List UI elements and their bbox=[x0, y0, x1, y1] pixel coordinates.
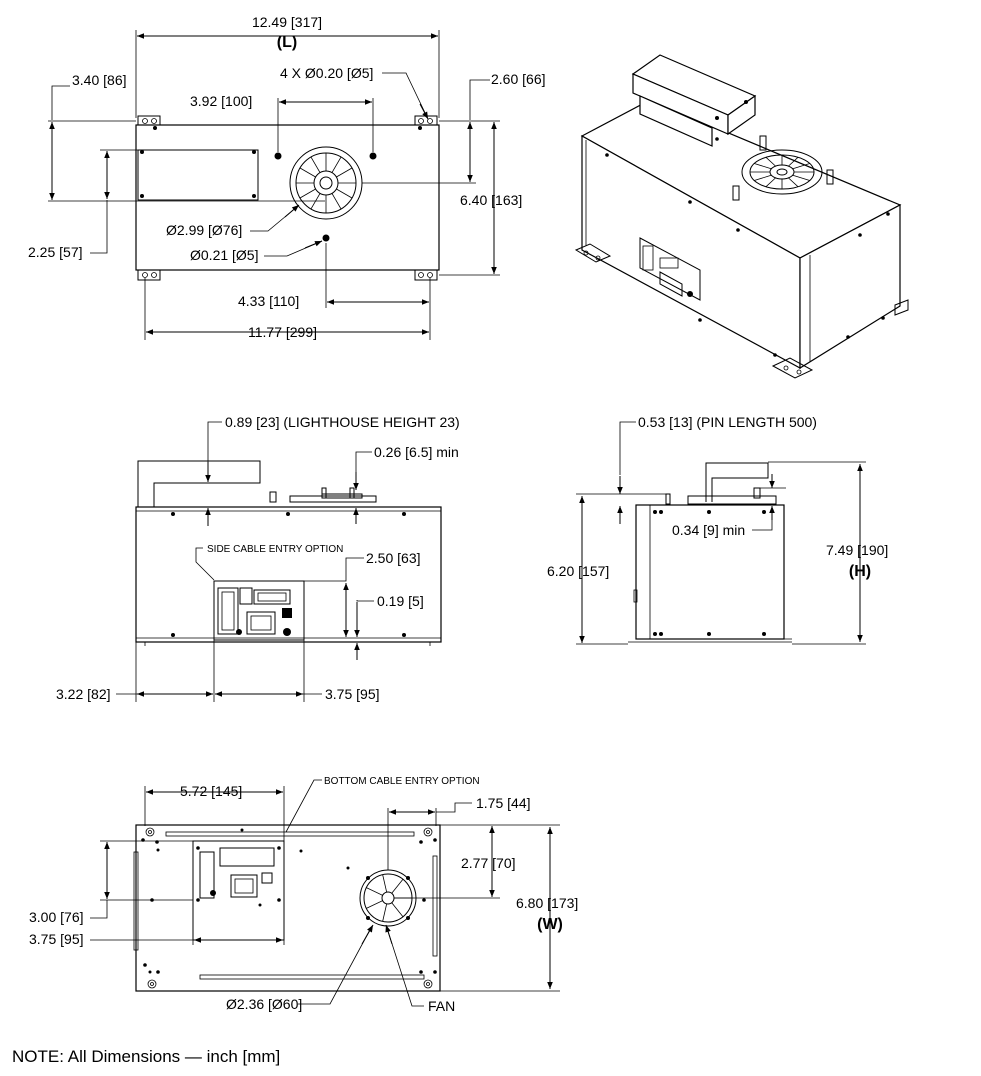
total-height-label: 7.49 [190] bbox=[826, 542, 888, 558]
bottom-connector-panel bbox=[192, 840, 285, 941]
side-cable-label: SIDE CABLE ENTRY OPTION bbox=[207, 544, 343, 555]
side-body-height-label: 6.20 [157] bbox=[547, 563, 609, 579]
feet-span-label: 11.77 [299] bbox=[248, 324, 317, 340]
pin-offset-label: 4.33 [110] bbox=[238, 293, 299, 309]
isometric-view bbox=[574, 54, 909, 379]
mount-hole bbox=[369, 152, 377, 160]
bottom-panel-left-label: 5.72 [145] bbox=[180, 783, 242, 799]
holes-spacing-label: 3.92 [100] bbox=[190, 93, 252, 109]
bottom-view: 5.72 [145] BOTTOM CABLE ENTRY OPTION 1.7… bbox=[29, 776, 578, 1014]
bottom-panel-height-label: 3.00 [76] bbox=[29, 909, 84, 925]
top-view-body bbox=[135, 124, 440, 271]
lighthouse-wheel-icon bbox=[289, 146, 363, 220]
height-tag: (H) bbox=[849, 563, 871, 580]
fan-offset-y-label: 2.77 [70] bbox=[461, 855, 516, 871]
front-panel-left-label: 3.22 [82] bbox=[56, 686, 111, 702]
front-view-body bbox=[135, 506, 442, 643]
pin-hole-label: Ø0.21 [Ø5] bbox=[190, 247, 258, 263]
top-view: 12.49 [317] (L) 3.40 [86] 3.92 [100] 4 X… bbox=[28, 14, 546, 340]
top-length-label: 12.49 [317] bbox=[252, 14, 322, 30]
fan-dia-label: Ø2.36 [Ø60] bbox=[226, 996, 302, 1012]
left-offset-label: 3.40 [86] bbox=[72, 72, 127, 88]
right-offset-label: 2.60 [66] bbox=[491, 71, 546, 87]
iso-connector-panel bbox=[639, 237, 701, 301]
side-min-clearance-label: 0.34 [9] min bbox=[672, 522, 745, 538]
length-tag: (L) bbox=[277, 34, 297, 51]
side-view: 0.53 [13] (PIN LENGTH 500) 6.20 [157] 0.… bbox=[547, 414, 888, 645]
width-label: 6.80 [173] bbox=[516, 895, 578, 911]
bottom-cable-label: BOTTOM CABLE ENTRY OPTION bbox=[324, 776, 480, 787]
mount-hole bbox=[274, 152, 282, 160]
lighthouse-plate-outline bbox=[137, 149, 259, 201]
fan-label: FAN bbox=[428, 998, 455, 1014]
pin-hole bbox=[322, 234, 330, 242]
front-panel-height-label: 2.50 [63] bbox=[366, 550, 421, 566]
front-min-clearance-label: 0.26 [6.5] min bbox=[374, 444, 459, 460]
iso-wheel-icon bbox=[732, 135, 834, 201]
dimensions-note: NOTE: All Dimensions — inch [mm] bbox=[12, 1047, 280, 1066]
connector-panel bbox=[213, 580, 305, 641]
mount-holes-label: 4 X Ø0.20 [Ø5] bbox=[280, 65, 373, 81]
front-view: 0.89 [23] (LIGHTHOUSE HEIGHT 23) 0.26 [6… bbox=[56, 414, 460, 702]
pin-length-label: 0.53 [13] (PIN LENGTH 500) bbox=[638, 414, 817, 430]
lighthouse-dia-label: Ø2.99 [Ø76] bbox=[166, 222, 242, 238]
bottom-panel-width-label: 3.75 [95] bbox=[29, 931, 84, 947]
width-tag: (W) bbox=[537, 916, 563, 933]
bottom-view-body bbox=[135, 824, 441, 992]
lighthouse-box bbox=[631, 54, 757, 147]
depth-label: 6.40 [163] bbox=[460, 192, 522, 208]
lighthouse-height-label: 0.89 [23] (LIGHTHOUSE HEIGHT 23) bbox=[225, 414, 460, 430]
panel-height-label: 2.25 [57] bbox=[28, 244, 83, 260]
fan-offset-x-label: 1.75 [44] bbox=[476, 795, 531, 811]
panel-base-label: 0.19 [5] bbox=[377, 593, 424, 609]
front-panel-width-label: 3.75 [95] bbox=[325, 686, 380, 702]
